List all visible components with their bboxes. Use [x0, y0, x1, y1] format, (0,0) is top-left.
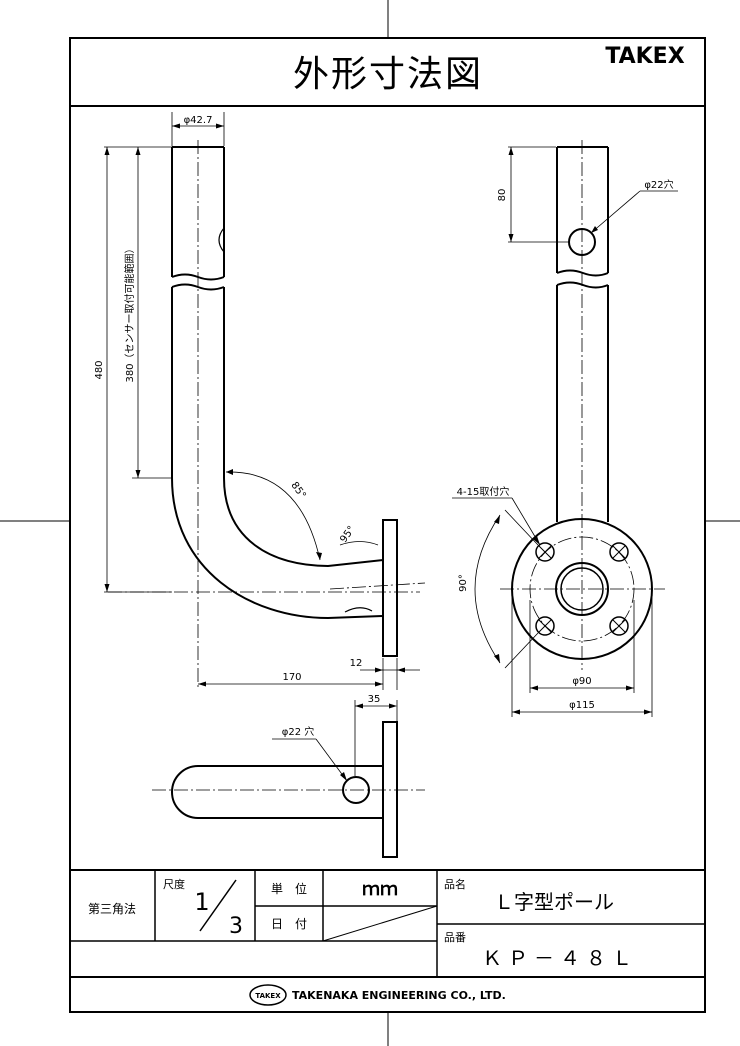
front-view: 80 φ22穴 4-15取付穴 90° φ90 φ115 [452, 140, 678, 717]
side-dimension-lines [106, 125, 420, 685]
front-arrowheads [494, 147, 652, 715]
scale-denominator: 3 [229, 914, 243, 939]
hole-label-bottom: φ22 穴 [282, 725, 315, 738]
bottom-dimension-lines [272, 700, 398, 782]
mount-holes-label: 4-15取付穴 [457, 485, 510, 498]
scale-label: 尺度 [163, 877, 185, 891]
product-name-label: 品名 [444, 877, 466, 891]
dim-pipe-diameter: φ42.7 [184, 115, 213, 126]
front-dimension-lines [452, 147, 678, 713]
product-code-label: 品番 [444, 931, 466, 944]
dim-pcd: φ90 [572, 676, 591, 687]
company-name: TAKENAKA ENGINEERING CO., LTD. [292, 989, 506, 1002]
front-centerlines [500, 140, 665, 670]
footer: TAKEX TAKENAKA ENGINEERING CO., LTD. [249, 984, 506, 1006]
pipe-top-view [171, 765, 383, 819]
pipe-upper-front [556, 146, 609, 277]
mounting-holes [535, 542, 629, 636]
company-logo-badge [249, 984, 287, 1006]
dim-offset: 35 [368, 694, 381, 705]
brand-logo: TAKEX [605, 44, 684, 69]
dim-flange: φ115 [569, 700, 595, 711]
pipe-lower-front [556, 281, 609, 522]
flange-plate-top [382, 721, 398, 858]
side-extension-lines [104, 112, 398, 690]
pipe-bent-segment [171, 283, 384, 620]
title-block: 第三角法 尺度 1 3 単 位 ｍｍ 日 付 品名 Ｌ字型ポール 品番 ＫＰ－４… [70, 870, 705, 977]
dim-hole-offset: 80 [497, 189, 508, 202]
product-name: Ｌ字型ポール [494, 890, 614, 914]
drawing-frame [69, 37, 706, 1013]
dim-sensor-range: 380（センサー取付可能範囲） [123, 243, 136, 382]
bottom-view: 35 φ22 穴 [152, 694, 425, 858]
date-label: 日 付 [271, 917, 307, 931]
projection-method: 第三角法 [88, 902, 136, 916]
dim-horizontal: 170 [282, 672, 301, 683]
angle-holes: 90° [458, 574, 469, 592]
unit-value: ｍｍ [362, 879, 398, 900]
unit-label: 単 位 [271, 881, 307, 896]
company-logo-text: TAKEX [255, 992, 281, 1000]
hole-label-front: φ22穴 [644, 178, 673, 191]
side-arrowheads [104, 123, 405, 687]
product-code: ＫＰ－４８Ｌ [482, 946, 638, 970]
dim-total-height: 480 [94, 360, 105, 379]
drawing-title: 外形寸法図 [293, 54, 483, 95]
side-view: φ42.7 480 380（センサー取付可能範囲） 85° 95° 170 12 [94, 112, 426, 690]
dim-plate-thickness: 12 [350, 658, 363, 669]
scale-numerator: 1 [194, 888, 209, 916]
bottom-arrowheads [340, 703, 397, 781]
front-extension-lines [504, 146, 653, 717]
flange-plate-side [382, 519, 398, 657]
